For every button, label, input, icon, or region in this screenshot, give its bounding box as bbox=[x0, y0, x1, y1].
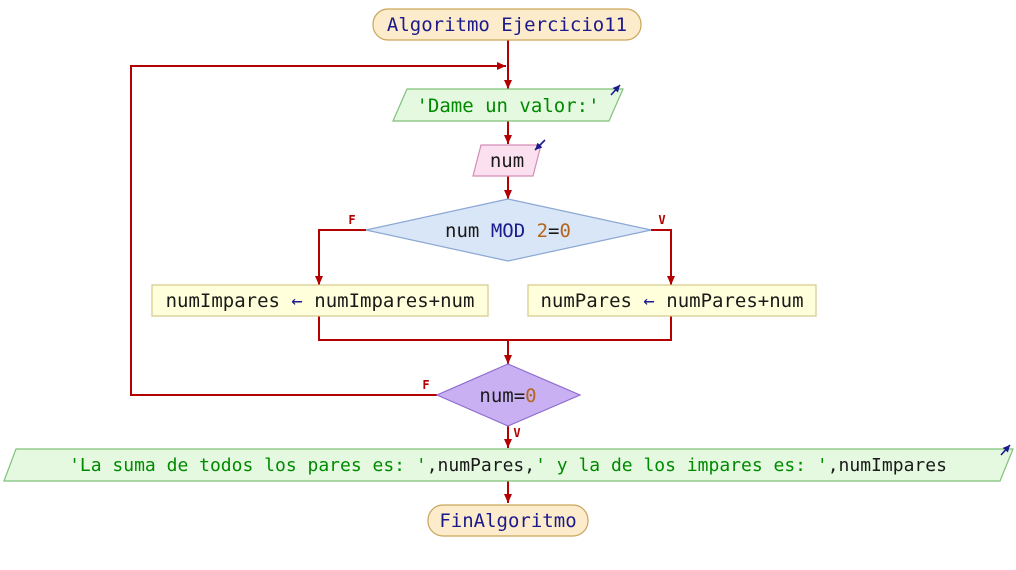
decision-zero-text: num=0 bbox=[479, 385, 536, 407]
output-arrow-icon bbox=[1000, 444, 1011, 456]
start-name: Ejercicio11 bbox=[490, 14, 627, 36]
assign-even-text: numPares ← numPares+num bbox=[540, 290, 803, 312]
prompt-output-text: 'Dame un valor:' bbox=[416, 95, 599, 117]
start-terminal[interactable]: Algoritmo Ejercicio11 bbox=[372, 8, 642, 41]
connector-decision-false-branch bbox=[315, 229, 366, 285]
prompt-output-block[interactable]: 'Dame un valor:' bbox=[392, 84, 624, 122]
assign-even-block[interactable]: numPares ← numPares+num bbox=[527, 284, 817, 317]
assign-odd-block[interactable]: numImpares ← numImpares+num bbox=[151, 284, 489, 317]
connector-odd-to-merge bbox=[318, 316, 672, 341]
read-input-text: num bbox=[490, 150, 524, 172]
decision-mod[interactable]: num MOD 2=0 F V bbox=[348, 198, 666, 262]
start-terminal-shape bbox=[372, 8, 642, 41]
decision-mod-true-label: V bbox=[658, 213, 665, 227]
end-terminal-shape bbox=[427, 504, 589, 537]
start-keyword: Algoritmo bbox=[387, 14, 490, 36]
input-arrow-icon bbox=[534, 139, 546, 151]
decision-zero-false-label: F bbox=[422, 378, 429, 392]
output-arrow-icon bbox=[610, 84, 621, 96]
end-terminal[interactable]: FinAlgoritmo bbox=[427, 504, 589, 537]
decision-mod-shape bbox=[365, 198, 652, 262]
assign-odd-text: numImpares ← numImpares+num bbox=[166, 290, 475, 312]
decision-zero-true-label: V bbox=[513, 426, 520, 440]
prompt-output-shape bbox=[392, 88, 624, 122]
start-terminal-text: Algoritmo Ejercicio11 bbox=[387, 14, 627, 36]
decision-mod-text: num MOD 2=0 bbox=[445, 220, 571, 242]
decision-zero[interactable]: num=0 F V bbox=[422, 363, 582, 440]
end-terminal-text: FinAlgoritmo bbox=[439, 510, 576, 532]
connector-decision-true-branch bbox=[651, 229, 675, 285]
read-input-block[interactable]: num bbox=[472, 139, 546, 177]
assign-even-shape bbox=[527, 284, 817, 317]
read-input-shape bbox=[472, 144, 542, 177]
result-output-text: 'La suma de todos los pares es: ',numPar… bbox=[69, 455, 947, 476]
connector-loop-back bbox=[130, 62, 506, 396]
result-output-shape bbox=[3, 448, 1014, 482]
assign-odd-shape bbox=[151, 284, 489, 317]
decision-zero-shape bbox=[435, 363, 582, 427]
decision-mod-false-label: F bbox=[348, 213, 355, 227]
result-output-block[interactable]: 'La suma de todos los pares es: ',numPar… bbox=[3, 444, 1014, 482]
